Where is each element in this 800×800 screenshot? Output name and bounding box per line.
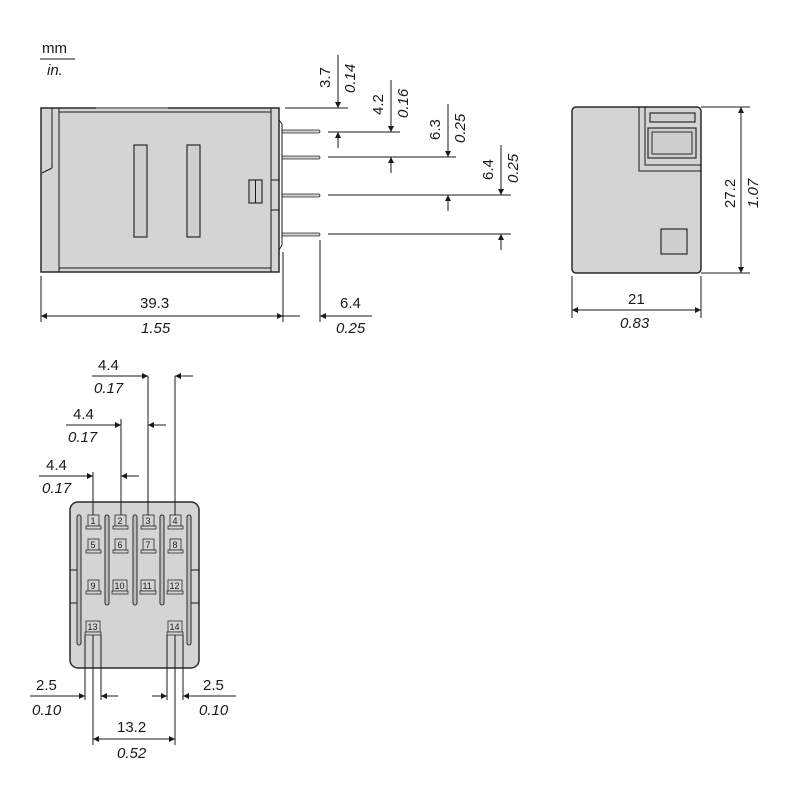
terminal-5: 5 [85, 538, 102, 554]
overall-length-in: 1.55 [141, 320, 171, 337]
units-legend: mm in. [40, 40, 75, 79]
bottom-view: 1 2 3 4 5 6 7 8 9 10 11 12 13 14 4.4 0.1… [30, 357, 236, 762]
terminal-1: 1 [85, 514, 102, 530]
pitch-middle-mm: 4.4 [73, 406, 94, 423]
end-height-in: 1.07 [745, 178, 762, 208]
terminal-3: 3 [140, 514, 157, 530]
coil-pin-spacing-mm: 13.2 [117, 719, 146, 736]
svg-text:3: 3 [146, 516, 151, 526]
unit-inch: in. [47, 62, 63, 79]
pitch-bottom-in: 0.17 [42, 480, 72, 497]
pin-spacing-4-in: 0.25 [505, 153, 522, 183]
svg-text:9: 9 [91, 581, 96, 591]
terminal-10: 10 [111, 579, 129, 595]
pin-spacing-1-in: 0.14 [342, 64, 359, 93]
coil-pin-spacing-in: 0.52 [117, 745, 147, 762]
terminal-13: 13 [84, 620, 102, 636]
svg-text:14: 14 [170, 622, 180, 632]
terminal-9: 9 [85, 579, 102, 595]
slot-left [133, 144, 148, 238]
pin-length-mm: 6.4 [340, 295, 361, 312]
end-view: 27.2 1.07 21 0.83 [571, 106, 762, 332]
terminal-4: 4 [167, 514, 184, 530]
pin-spacing-4-mm: 6.4 [480, 159, 497, 180]
pins [281, 129, 321, 237]
slot-right [186, 144, 201, 238]
pin-spacing-2-mm: 4.2 [370, 94, 387, 115]
terminal-8: 8 [167, 538, 184, 554]
coil-pin-width-left-in: 0.10 [32, 702, 62, 719]
unit-mm: mm [42, 40, 67, 57]
pin-spacing-3-in: 0.25 [452, 113, 469, 143]
svg-text:7: 7 [146, 540, 151, 550]
label-square [660, 228, 688, 255]
coil-pin-width-right-in: 0.10 [199, 702, 229, 719]
pitch-top-in: 0.17 [94, 380, 124, 397]
end-height-mm: 27.2 [722, 179, 739, 208]
pin-spacing-2-in: 0.16 [395, 88, 412, 118]
svg-text:5: 5 [91, 540, 96, 550]
relay-body-side [40, 107, 280, 273]
svg-text:2: 2 [118, 516, 123, 526]
pitch-top-mm: 4.4 [98, 357, 119, 374]
terminal-12: 12 [166, 579, 184, 595]
terminal-11: 11 [139, 579, 157, 595]
svg-text:4: 4 [173, 516, 178, 526]
pitch-bottom-mm: 4.4 [46, 457, 67, 474]
terminal-14: 14 [166, 620, 184, 636]
terminal-7: 7 [140, 538, 157, 554]
svg-text:10: 10 [115, 581, 125, 591]
coil-pin-width-right-mm: 2.5 [203, 677, 224, 694]
end-width-mm: 21 [628, 291, 645, 308]
separator-bars [76, 514, 192, 646]
end-width-in: 0.83 [620, 315, 650, 332]
terminal-6: 6 [112, 538, 129, 554]
side-view: 3.7 0.14 4.2 0.16 6.3 0.25 6.4 0.25 39.3… [40, 55, 522, 337]
indicator-window [647, 127, 697, 159]
terminal-2: 2 [112, 514, 129, 530]
svg-text:8: 8 [173, 540, 178, 550]
svg-text:12: 12 [170, 581, 180, 591]
pin-length-in: 0.25 [336, 320, 366, 337]
pin-spacing-1-mm: 3.7 [317, 67, 334, 88]
coil-pin-width-left-mm: 2.5 [36, 677, 57, 694]
pin-spacing-3-mm: 6.3 [427, 119, 444, 140]
overall-length-mm: 39.3 [140, 295, 169, 312]
pitch-middle-in: 0.17 [68, 429, 98, 446]
svg-text:11: 11 [143, 581, 152, 591]
svg-text:6: 6 [118, 540, 123, 550]
svg-text:1: 1 [91, 516, 96, 526]
svg-text:13: 13 [88, 622, 98, 632]
